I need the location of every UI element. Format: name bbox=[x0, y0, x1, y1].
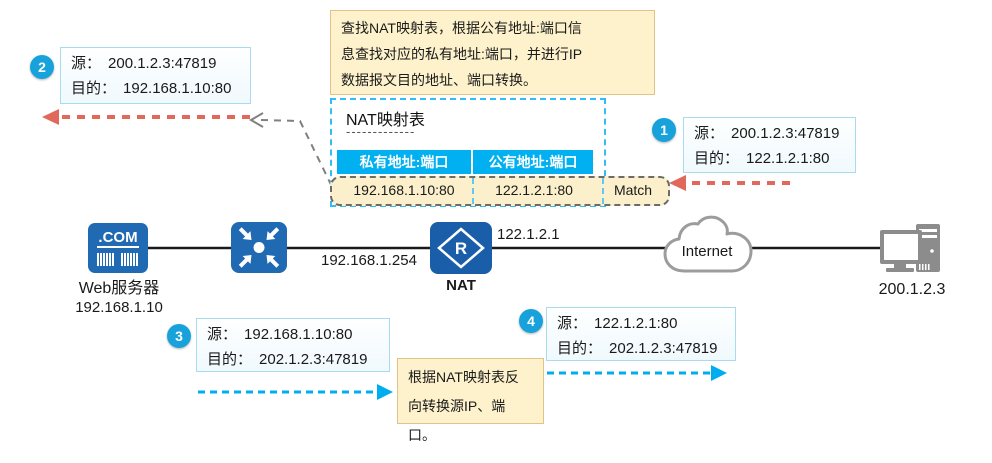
web-server-name: Web服务器 bbox=[78, 280, 160, 297]
internet-label: Internet bbox=[681, 243, 733, 260]
nat-router-icon: R bbox=[430, 222, 492, 279]
source-value: 122.1.2.1:80 bbox=[594, 315, 678, 332]
source-value: 200.1.2.3:47819 bbox=[108, 55, 217, 72]
dest-value: 202.1.2.3:47819 bbox=[609, 340, 718, 357]
red-dashed-arrow-1 bbox=[669, 175, 790, 191]
note-line: 根据NAT映射表反 bbox=[408, 369, 519, 385]
nat-table-title: NAT映射表 bbox=[346, 112, 425, 129]
pc-ip-label: 200.1.2.3 bbox=[878, 281, 946, 298]
router-letter: R bbox=[455, 239, 467, 258]
dest-label: 目的： bbox=[71, 80, 117, 97]
red-dashed-arrow-2 bbox=[42, 109, 250, 125]
packet-callout-1: 源： 200.1.2.3:47819 目的： 122.1.2.1:80 bbox=[683, 117, 856, 173]
step-badge-3: 3 bbox=[167, 324, 191, 348]
nat-lookup-note: 查找NAT映射表，根据公有地址:端口信 息查找对应的私有地址:端口，并进行IP … bbox=[330, 10, 655, 95]
pc-icon bbox=[878, 224, 946, 283]
note-line: 向转换源IP、端口。 bbox=[408, 398, 506, 443]
source-label: 源： bbox=[557, 315, 588, 332]
blue-dashed-arrow-3 bbox=[198, 384, 393, 400]
dotcom-text: .COM bbox=[98, 229, 137, 246]
public-address-value: 122.1.2.1:80 bbox=[495, 182, 573, 198]
internet-cloud-icon bbox=[662, 213, 754, 286]
packet-callout-2: 源： 200.1.2.3:47819 目的： 192.168.1.10:80 bbox=[60, 47, 251, 104]
web-server-label: Web服务器 192.168.1.10 bbox=[58, 279, 180, 317]
row-cell-divider bbox=[472, 178, 474, 204]
step-badge-2: 2 bbox=[30, 55, 54, 79]
match-label: Match bbox=[613, 182, 653, 198]
dest-value: 122.1.2.1:80 bbox=[746, 150, 830, 167]
packet-callout-4: 源： 122.1.2.1:80 目的： 202.1.2.3:47819 bbox=[546, 307, 736, 361]
step-badge-1: 1 bbox=[652, 118, 676, 142]
public-address-header: 公有地址:端口 bbox=[473, 150, 593, 174]
packet-callout-3: 源： 192.168.1.10:80 目的： 202.1.2.3:47819 bbox=[196, 318, 390, 372]
source-value: 192.168.1.10:80 bbox=[244, 326, 353, 343]
source-label: 源： bbox=[207, 326, 238, 343]
dest-label: 目的： bbox=[207, 351, 253, 368]
blue-dashed-arrow-4 bbox=[547, 365, 727, 381]
source-value: 200.1.2.3:47819 bbox=[731, 125, 840, 142]
gray-dashed-arrow bbox=[249, 112, 338, 198]
nat-inside-ip: 192.168.1.254 bbox=[321, 252, 417, 269]
note-line: 息查找对应的私有地址:端口，并进行IP bbox=[341, 46, 583, 62]
web-server-ip: 192.168.1.10 bbox=[75, 299, 163, 316]
note-line: 数据报文目的地址、端口转换。 bbox=[341, 72, 537, 88]
web-server-icon: .COM bbox=[88, 223, 148, 278]
dest-value: 192.168.1.10:80 bbox=[123, 80, 232, 97]
source-label: 源： bbox=[71, 55, 102, 72]
note-line: 查找NAT映射表，根据公有地址:端口信 bbox=[341, 20, 582, 36]
nat-label: NAT bbox=[446, 277, 476, 294]
dest-label: 目的： bbox=[557, 340, 603, 357]
table-right-border bbox=[602, 178, 604, 204]
lan-switch-icon bbox=[231, 222, 287, 278]
nat-table-header-row: 私有地址:端口 公有地址:端口 bbox=[337, 150, 593, 174]
private-address-value: 192.168.1.10:80 bbox=[353, 182, 455, 198]
nat-outside-ip: 122.1.2.1 bbox=[497, 226, 560, 243]
barcode-glyph bbox=[97, 253, 138, 266]
reverse-translate-note: 根据NAT映射表反 向转换源IP、端口。 bbox=[397, 358, 544, 443]
step-badge-4: 4 bbox=[519, 309, 543, 333]
nat-table-matched-row: 192.168.1.10:80 122.1.2.1:80 Match bbox=[330, 176, 670, 206]
dest-value: 202.1.2.3:47819 bbox=[259, 351, 368, 368]
nat-table-separator: ------------- bbox=[346, 124, 416, 139]
dest-label: 目的： bbox=[694, 150, 740, 167]
private-address-header: 私有地址:端口 bbox=[337, 150, 471, 174]
source-label: 源： bbox=[694, 125, 725, 142]
